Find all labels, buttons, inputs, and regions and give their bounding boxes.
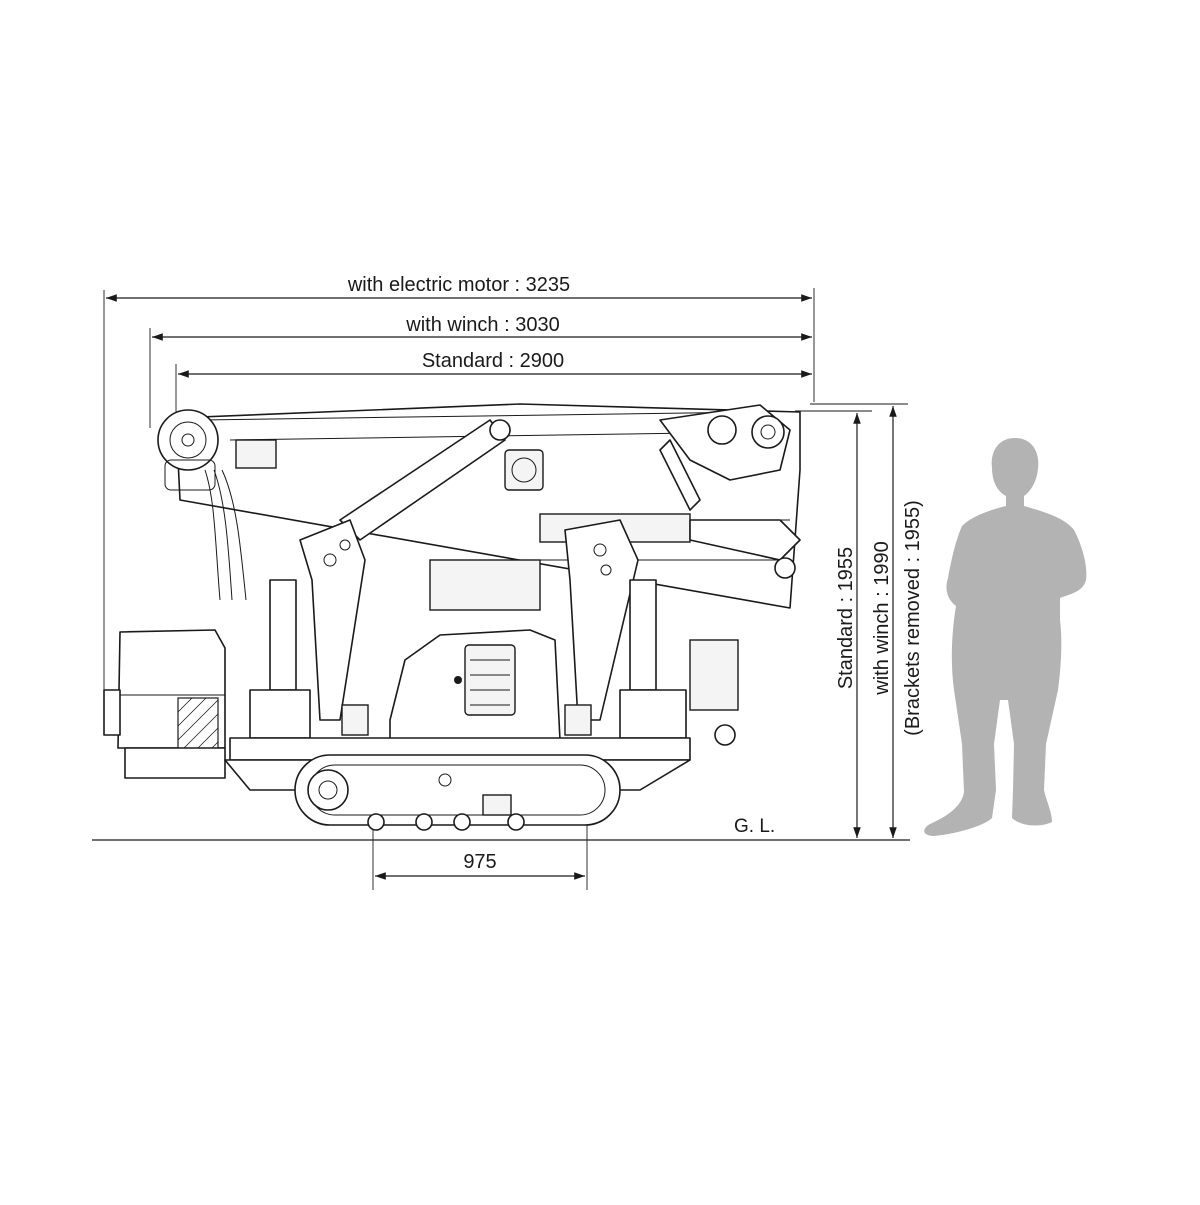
- jib-linkage: [659, 404, 801, 579]
- length-dimensions: with electric motor : 3235 with winch : …: [103, 274, 815, 735]
- crawler-track: [294, 754, 621, 831]
- height-dimensions: Standard : 1955 with winch : 1990 (Brack…: [795, 403, 924, 838]
- label-standard-length: Standard : 2900: [422, 350, 564, 372]
- label-height-winch: with winch : 1990: [871, 541, 893, 695]
- outrigger-left: [249, 519, 369, 739]
- boom-head: [157, 409, 247, 601]
- ground-line-label: G. L.: [734, 816, 775, 837]
- label-winch-length: with winch : 3030: [405, 314, 559, 336]
- boom: [175, 403, 801, 611]
- electric-motor-housing: [103, 629, 226, 779]
- engine-body: [389, 629, 561, 741]
- label-height-standard: Standard : 1955: [835, 547, 857, 689]
- label-electric-motor-length: with electric motor : 3235: [347, 274, 570, 296]
- crawler-crane-drawing: [103, 403, 801, 831]
- person-silhouette: [924, 438, 1087, 836]
- outrigger-right: [564, 519, 687, 739]
- label-track-width: 975: [463, 851, 496, 873]
- luffing-arm: [339, 419, 544, 541]
- label-height-brackets-removed: (Brackets removed : 1955): [902, 500, 924, 736]
